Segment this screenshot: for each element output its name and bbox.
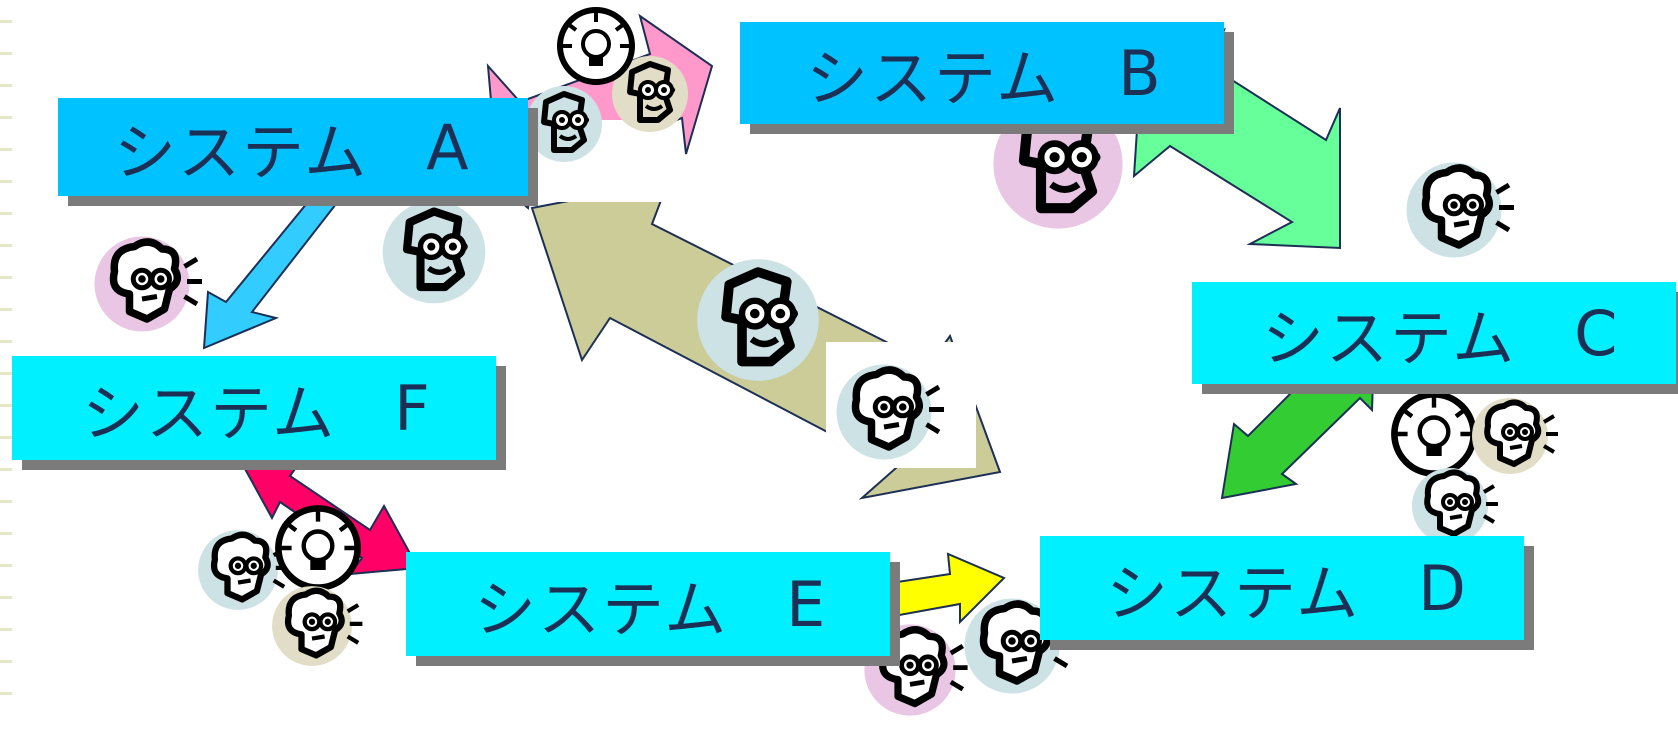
person-icon [383,201,486,304]
lightbulb-icon [1394,394,1473,473]
person-icon [526,86,602,162]
system-f-letter: F [394,371,432,445]
system-d-label: システム [1106,557,1361,630]
system-f-label: システム [82,377,337,450]
system-d-letter: D [1418,551,1468,625]
person-icon [95,237,203,332]
person-icon [697,259,819,381]
system-e-label: システム [474,573,729,646]
person-icon [272,586,362,666]
system-f-box: システム F [12,356,496,460]
system-a-label: システム [114,116,369,189]
system-c-letter: C [1574,296,1620,370]
system-b-letter: B [1118,36,1163,110]
system-c-box: システム C [1192,282,1676,384]
system-c-label: システム [1262,302,1517,375]
system-b-label: システム [806,42,1061,115]
system-b-box: システム B [740,22,1224,124]
system-d-box: システム D [1040,536,1524,640]
system-a-box: システム A [58,98,528,196]
arrow-a-f [202,172,360,350]
person-icon [1472,398,1558,474]
person-icon [1412,468,1498,544]
lightbulb-icon [278,508,357,587]
system-a-letter: A [426,110,471,184]
system-e-letter: E [786,567,828,641]
left-edge-decoration [0,20,12,695]
person-icon [198,530,288,610]
system-e-box: システム E [406,552,890,656]
lightbulb-icon [560,10,632,82]
